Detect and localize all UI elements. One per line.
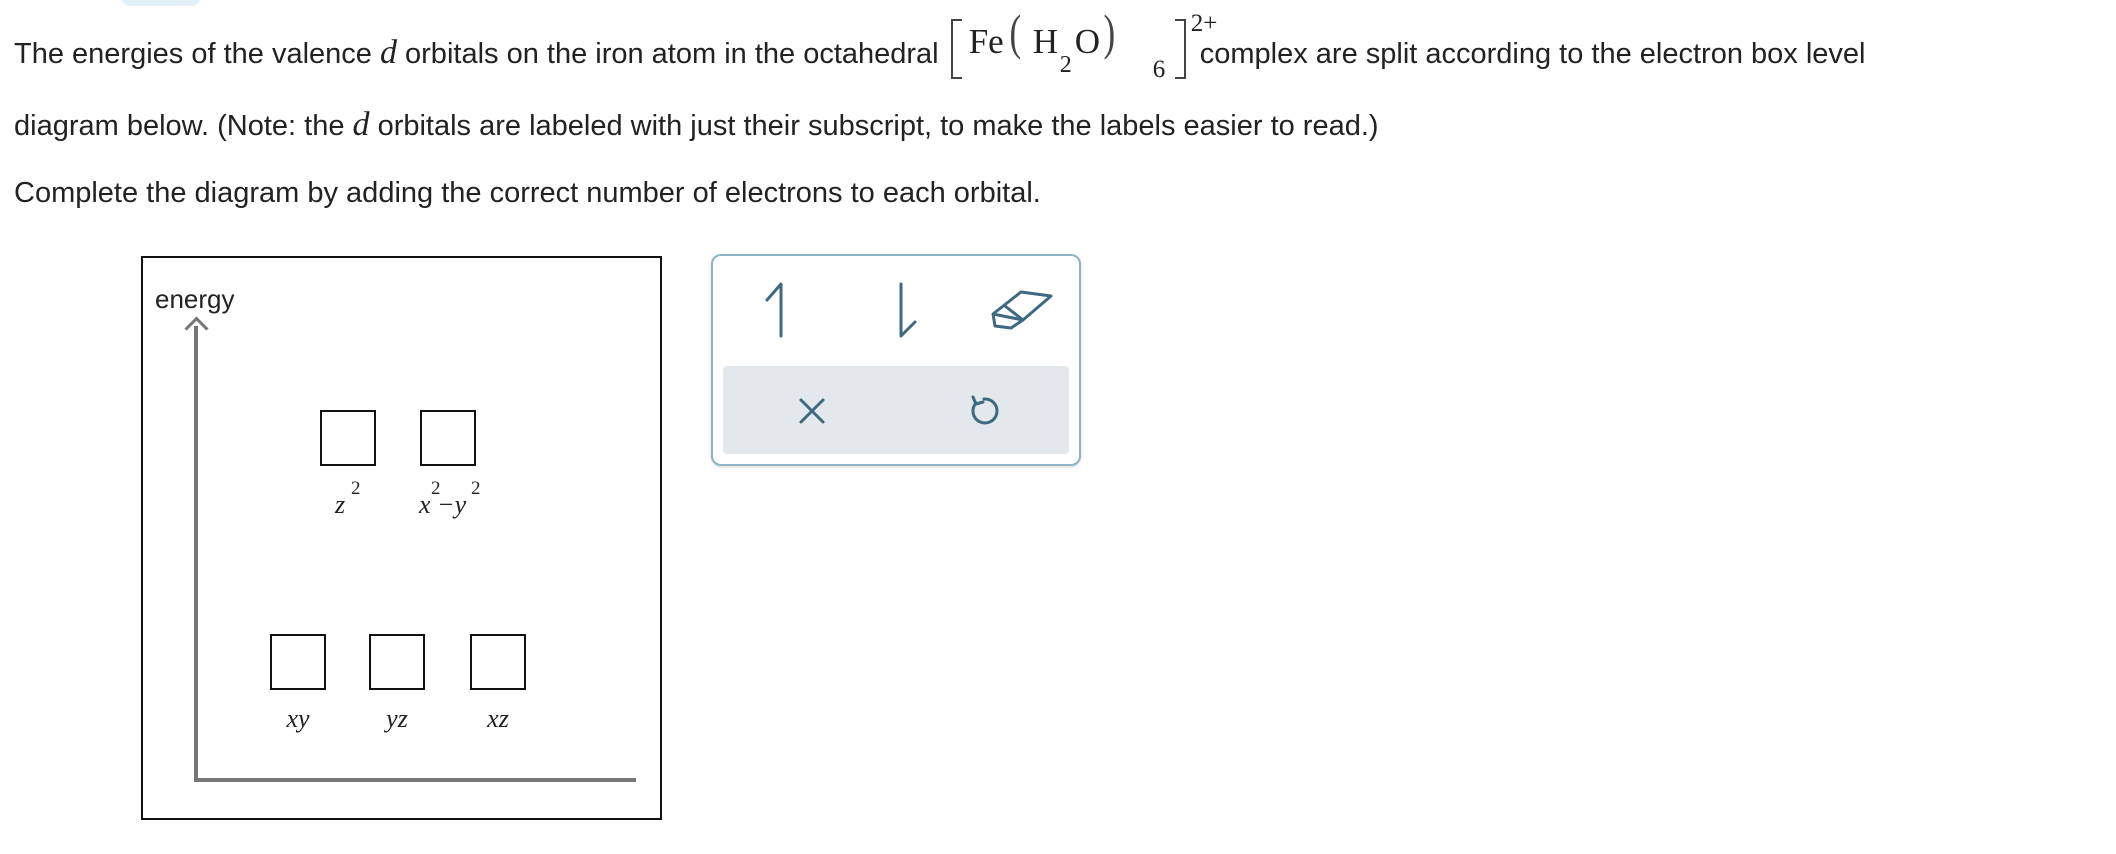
baseline-axis bbox=[194, 778, 636, 782]
orbital-superscript: 2 bbox=[431, 478, 441, 499]
energy-axis-label: energy bbox=[155, 284, 235, 314]
question-text: The energies of the valence bbox=[14, 38, 380, 70]
d-symbol: d bbox=[352, 106, 370, 143]
left-bracket bbox=[950, 19, 962, 80]
formula-charge: 2+ bbox=[1190, 10, 1218, 38]
spin-up-arrow-icon[interactable] bbox=[763, 278, 793, 345]
undo-icon[interactable] bbox=[967, 394, 1001, 433]
electron-toolbox bbox=[711, 254, 1081, 466]
question-text: orbitals on the iron atom in the octahed… bbox=[396, 38, 947, 70]
left-paren: ( bbox=[1009, 4, 1021, 61]
orbital-box-yz[interactable] bbox=[369, 634, 425, 690]
orbital-label-text: x −y bbox=[419, 490, 467, 519]
question-line-1: The energies of the valence d orbitals o… bbox=[14, 7, 1866, 83]
energy-axis bbox=[194, 326, 198, 782]
close-icon[interactable] bbox=[797, 396, 827, 431]
spin-down-arrow-icon[interactable] bbox=[891, 280, 921, 347]
orbital-diagram: energy 2 z 2 2 x −y xy yz xz bbox=[141, 256, 662, 820]
question-line-3: Complete the diagram by adding the corre… bbox=[14, 177, 1041, 209]
orbital-label-xz: xz bbox=[487, 704, 509, 733]
question-line-2: diagram below. (Note: the d orbitals are… bbox=[14, 108, 1379, 143]
formula-h: H bbox=[1032, 22, 1058, 62]
orbital-superscript: 2 bbox=[471, 478, 481, 499]
question-text: complex are split according to the elect… bbox=[1191, 38, 1866, 70]
orbital-box-xy[interactable] bbox=[270, 634, 326, 690]
orbital-box-xz[interactable] bbox=[470, 634, 526, 690]
orbital-label-yz: yz bbox=[386, 704, 408, 733]
orbital-superscript: 2 bbox=[351, 478, 361, 499]
formula-h-subscript: 2 bbox=[1059, 52, 1072, 79]
top-tab[interactable] bbox=[122, 0, 200, 6]
orbital-label-xy: xy bbox=[286, 704, 310, 733]
formula-o: O bbox=[1074, 22, 1100, 62]
orbital-box-z2[interactable] bbox=[320, 410, 376, 466]
question-text: orbitals are labeled with just their sub… bbox=[369, 110, 1379, 142]
orbital-label-text: z bbox=[335, 490, 346, 519]
formula-ligand-count: 6 bbox=[1152, 56, 1166, 84]
toolbox-actions bbox=[723, 366, 1069, 454]
d-symbol: d bbox=[379, 34, 397, 71]
formula-metal: Fe bbox=[968, 22, 1004, 62]
right-bracket bbox=[1174, 19, 1186, 80]
right-paren: ) bbox=[1103, 4, 1115, 61]
eraser-icon[interactable] bbox=[989, 284, 1055, 339]
orbital-box-x2-y2[interactable] bbox=[420, 410, 476, 466]
question-text: diagram below. (Note: the bbox=[14, 110, 353, 142]
